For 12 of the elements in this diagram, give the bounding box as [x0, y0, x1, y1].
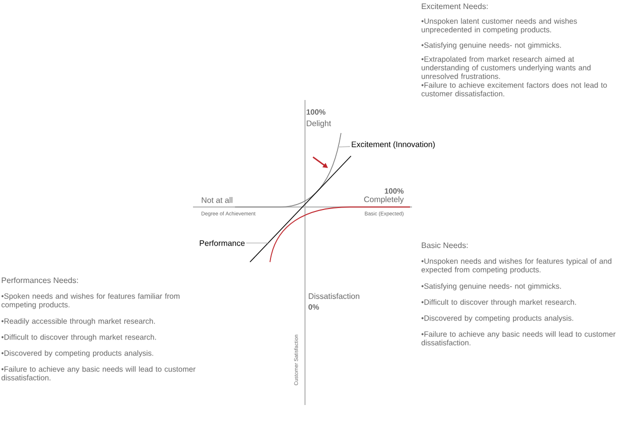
axis-label: Dissatisfaction	[308, 293, 360, 299]
section-heading: Performances Needs:	[2, 277, 78, 284]
axis-label: Not at all	[202, 197, 232, 203]
basic-curve	[270, 206, 410, 262]
section-heading: Basic Needs:	[422, 242, 468, 248]
curve-label: Excitement (Innovation)	[352, 141, 435, 149]
section-heading: Excitement Needs:	[422, 3, 488, 10]
leader-line	[337, 146, 350, 148]
axis-label: Completely	[364, 196, 404, 204]
excitement-curve	[234, 132, 342, 208]
leader-line	[246, 242, 268, 244]
curve-label: Performance	[200, 240, 245, 246]
